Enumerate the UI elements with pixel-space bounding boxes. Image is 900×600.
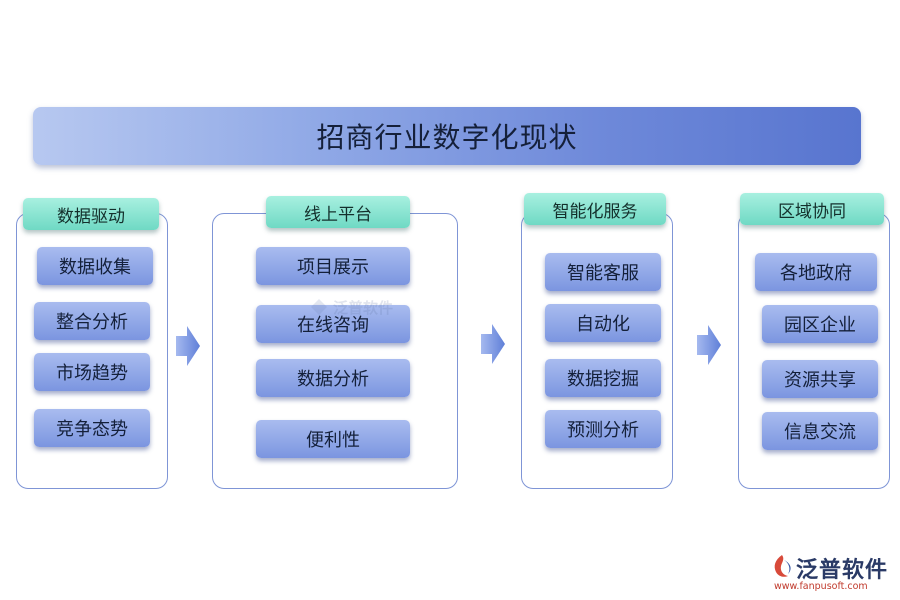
item-automation: 自动化 bbox=[545, 304, 661, 342]
item-predictive-analysis: 预测分析 bbox=[545, 410, 661, 448]
item-project-display: 项目展示 bbox=[256, 247, 410, 285]
item-info-exchange: 信息交流 bbox=[762, 412, 878, 450]
group-header-data-driven: 数据驱动 bbox=[23, 198, 159, 230]
item-convenience: 便利性 bbox=[256, 420, 410, 458]
group-header-regional-synergy: 区域协同 bbox=[740, 193, 884, 225]
title-banner: 招商行业数字化现状 bbox=[33, 107, 861, 165]
item-resource-sharing: 资源共享 bbox=[762, 360, 878, 398]
item-smart-customer-service: 智能客服 bbox=[545, 253, 661, 291]
item-park-enterprise: 园区企业 bbox=[762, 305, 878, 343]
item-integrated-analysis: 整合分析 bbox=[34, 302, 150, 340]
watermark: 泛普软件 bbox=[308, 296, 393, 318]
diagram-title: 招商行业数字化现状 bbox=[316, 121, 578, 154]
flow-arrow-icon bbox=[176, 326, 200, 366]
brand-logo: 泛普软件 www.fanpusoft.com bbox=[770, 552, 895, 596]
group-header-smart-service: 智能化服务 bbox=[524, 193, 666, 225]
item-local-government: 各地政府 bbox=[755, 253, 877, 291]
item-data-collection: 数据收集 bbox=[37, 247, 153, 285]
watermark-text: 泛普软件 bbox=[333, 298, 394, 317]
brand-logo-icon bbox=[774, 555, 791, 577]
watermark-logo-icon bbox=[311, 299, 327, 315]
item-online-consult: 在线咨询 bbox=[256, 305, 410, 343]
brand-url: www.fanpusoft.com bbox=[774, 581, 868, 592]
flow-arrow-icon bbox=[697, 325, 721, 365]
item-competition: 竞争态势 bbox=[34, 409, 150, 447]
brand-name: 泛普软件 bbox=[796, 558, 889, 583]
item-data-analysis: 数据分析 bbox=[256, 359, 410, 397]
item-market-trend: 市场趋势 bbox=[34, 353, 150, 391]
item-data-mining: 数据挖掘 bbox=[545, 359, 661, 397]
group-header-online-platform: 线上平台 bbox=[266, 196, 410, 228]
flow-arrow-icon bbox=[481, 324, 505, 364]
